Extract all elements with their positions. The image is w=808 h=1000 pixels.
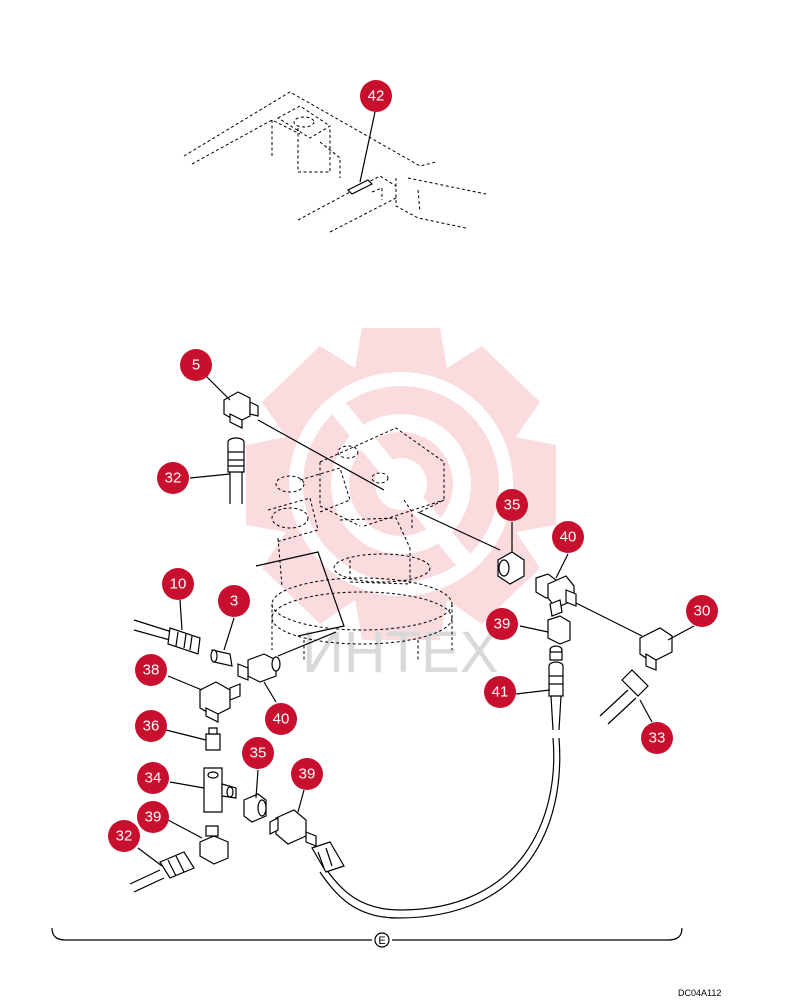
frame-detail [183,91,487,233]
callout-41: 41 [484,676,516,708]
elbow-fitting-39-lower [199,825,229,865]
section-bracket: E [51,927,683,948]
callout-39-lower: 39 [137,801,169,833]
callout-36: 36 [135,710,167,742]
callout-42: 42 [360,80,392,112]
nipple-36 [205,727,221,751]
hose-33 [599,669,649,725]
callout-39-upper: 39 [486,608,518,640]
callout-33: 33 [641,722,673,754]
tee-fitting-40-upper [535,573,577,617]
connection-line-40b [277,631,337,657]
tee-fitting-40-lower [237,653,281,683]
svg-text:5: 5 [192,357,200,374]
callout-38: 38 [135,654,167,686]
adapter-35-lower [243,793,267,823]
svg-text:35: 35 [504,497,521,514]
adapter-3 [210,649,233,667]
hose-10 [133,619,201,655]
svg-text:40: 40 [560,529,577,546]
watermark-gear-logo [246,328,556,640]
connection-line-35a [417,511,501,551]
hose-32-upper [227,437,245,504]
hose-41 [319,661,564,919]
callout-32-lower: 32 [108,820,140,852]
callout-35-lower: 35 [242,737,274,769]
fitting-39-middle [269,809,317,847]
svg-text:32: 32 [116,828,133,845]
svg-text:32: 32 [165,470,182,487]
fitting-39-upper [547,615,571,661]
callout-leaders [137,111,695,867]
svg-text:41: 41 [492,684,509,701]
elbow-fitting-38 [199,681,241,723]
svg-text:39: 39 [494,616,511,633]
callout-32-upper: 32 [157,462,189,494]
callout-39-middle: 39 [291,758,323,790]
pin-part [346,179,374,195]
swing-motor-assembly [267,427,453,662]
svg-text:30: 30 [694,603,711,620]
svg-text:33: 33 [649,730,666,747]
elbow-fitting-30 [639,627,673,671]
tee-fitting-34 [203,767,237,813]
svg-text:38: 38 [143,662,160,679]
outline-line [255,551,345,637]
section-marker-e: E [378,935,385,947]
callout-10: 10 [162,568,194,600]
svg-text:10: 10 [170,576,187,593]
callout-34: 34 [137,762,169,794]
connection-line-5 [257,419,385,491]
callout-30: 30 [686,595,718,627]
callout-3: 3 [218,585,250,617]
watermark-text: ИНТЕХ [302,620,498,685]
callout-40-lower: 40 [265,703,297,735]
drawing-reference: DC04A112 [678,988,721,998]
connection-line-30 [573,601,643,637]
svg-text:35: 35 [250,745,267,762]
callout-35-upper: 35 [496,489,528,521]
svg-text:39: 39 [299,766,316,783]
svg-text:40: 40 [273,711,290,728]
elbow-fitting-5 [223,391,259,429]
hose-end-lower-right [311,841,345,873]
svg-text:39: 39 [145,809,162,826]
svg-text:36: 36 [143,718,160,735]
svg-text:3: 3 [230,593,238,610]
svg-text:42: 42 [368,88,385,105]
callout-5: 5 [180,349,212,381]
svg-text:34: 34 [145,770,162,787]
callout-40-upper: 40 [552,521,584,553]
hose-32-lower [129,851,195,893]
